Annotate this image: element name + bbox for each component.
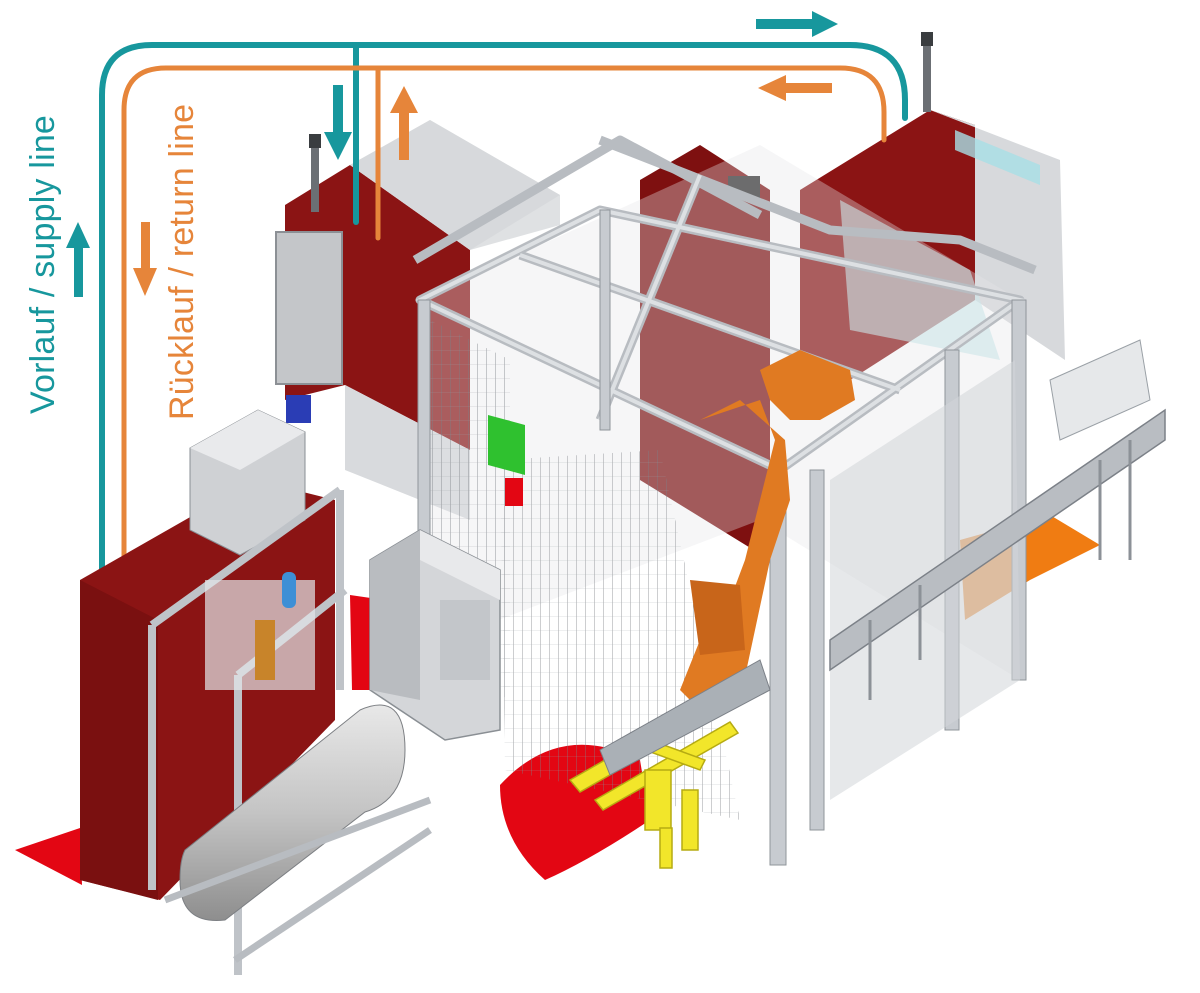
- arrow-up-icon: [390, 86, 418, 160]
- cabinet-front-left: [80, 409, 432, 975]
- supply-line-pipe: [99, 42, 908, 583]
- arrow-left-icon: [758, 75, 832, 101]
- return-line: [121, 65, 887, 593]
- supply-line: [99, 42, 908, 583]
- robot-upper: [760, 350, 855, 420]
- conveyor-right: [599, 339, 1166, 776]
- arrow-down-icon: [133, 222, 157, 296]
- return-line-pipe: [121, 65, 887, 593]
- supply-line-label: Vorlauf / supply line: [24, 114, 62, 414]
- pressure-tank: [179, 704, 406, 921]
- control-cabinet-grey: [369, 529, 501, 741]
- arrow-right-icon: [756, 11, 838, 37]
- return-line-label: Rücklauf / return line: [163, 103, 201, 420]
- arrow-up-icon: [66, 222, 90, 297]
- arrow-down-icon: [324, 85, 352, 160]
- robot-cell-enclosure: [412, 135, 1037, 866]
- flow-arrows: [66, 11, 838, 297]
- cell-internals: [488, 415, 525, 506]
- floor-marking-left: [15, 828, 82, 885]
- robot-arms: [680, 350, 855, 710]
